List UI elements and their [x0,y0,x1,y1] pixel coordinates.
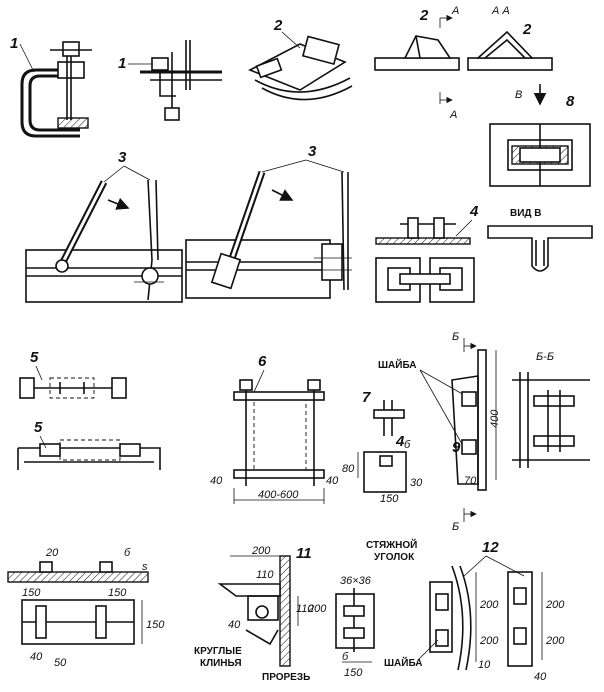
dim-s: s [142,561,148,573]
callout-12: 12 [482,539,499,556]
dim-40b: 40 [326,475,339,487]
dim-110a: 110 [256,569,274,581]
section-label-aa: А А [491,5,510,17]
caption-washer-1: ШАЙБА [378,358,417,371]
callout-2a: 2 [273,17,283,34]
section-mark-b1: Б [452,331,459,343]
section-title-bb: Б-Б [536,351,554,363]
caption-round-wedges-2: КЛИНЬЯ [200,658,242,669]
callout-8: 8 [566,93,575,110]
caption-washer-2: ШАЙБА [384,656,423,669]
dim-200f: 200 [545,635,565,647]
callout-4a: 4 [469,203,479,220]
dim-150c: 150 [108,587,127,599]
dim-50: 50 [54,657,67,669]
dim-b3: б [342,651,349,663]
dim-20: 20 [45,547,59,559]
view-b-plate [489,123,591,187]
section-mark-a2: А [449,109,457,121]
callout-6: 6 [258,353,267,370]
dim-150e: 150 [344,667,363,679]
section-mark-a1: А [451,5,459,17]
view-b-section [487,225,593,272]
callout-7: 7 [362,389,371,406]
strip-washer-elevation [507,571,543,667]
dim-30: 30 [410,477,423,489]
dim-200e: 200 [545,599,565,611]
frame-jig [233,379,325,504]
caption-tie-angle-2: УГОЛОК [374,552,415,563]
dim-b2: б [124,547,131,559]
washer-plate-elevation [451,349,497,491]
dim-400-600: 400-600 [258,489,299,501]
turnbuckle-bottom [17,439,161,470]
caption-tie-angle-1: СТЯЖНОЙ [366,538,417,551]
beam-clamp-drawing [140,40,222,121]
section-mark-b2: Б [452,521,459,533]
view-b-arrow-mark: В [515,89,522,101]
dim-200a: 200 [251,545,271,557]
dim-40e: 40 [228,619,241,631]
dim-10: 10 [478,659,491,671]
dim-200c: 200 [479,599,499,611]
bracket-round-wedges [217,555,299,667]
callout-1b: 1 [118,55,126,72]
caption-round-wedges-1: КРУГЛЫЕ [194,646,242,657]
dim-400: 400 [489,409,501,428]
dim-150a: 150 [380,493,399,505]
tie-angle-joint [335,588,375,663]
c-clamp-drawing [20,41,92,138]
wedge-plate-joint [374,30,553,71]
callout-11: 11 [296,545,312,562]
dim-40c: 40 [30,651,43,663]
callout-5a: 5 [30,349,39,366]
dim-36x36: 36×36 [340,575,372,587]
callout-1a: 1 [10,35,18,52]
strip-plate-fixture [7,561,149,645]
lever-clamp-assembly-left [25,179,183,303]
view-b-title: ВИД В [510,208,542,219]
dim-80: 80 [342,463,355,475]
dim-110b: 110 [296,603,314,615]
section-mark-b-small: б [404,439,411,451]
caption-slot: ПРОРЕЗЬ [262,672,310,683]
dim-200d: 200 [479,635,499,647]
callout-2b: 2 [419,7,429,24]
dim-40f: 40 [534,671,547,683]
wedge-clamp-detail [357,400,407,493]
callout-3b: 3 [308,143,317,160]
callout-9: 9 [452,439,461,456]
dim-70: 70 [464,475,477,487]
callout-5b: 5 [34,419,43,436]
dim-150b: 150 [22,587,41,599]
dim-40a: 40 [210,475,223,487]
turnbuckle-top [19,377,127,399]
curved-plate-washers [429,565,477,671]
callout-2c: 2 [522,21,532,38]
dim-150d: 150 [146,619,165,631]
callout-3a: 3 [118,149,127,166]
callout-4b: 4 [395,433,405,450]
section-bb-drawing [512,372,590,468]
wedge-tie-plates [375,217,475,303]
wedge-clamp-perspective [248,35,353,101]
dim-200b: 200 [307,603,327,615]
lever-clamp-assembly-right [185,170,352,299]
